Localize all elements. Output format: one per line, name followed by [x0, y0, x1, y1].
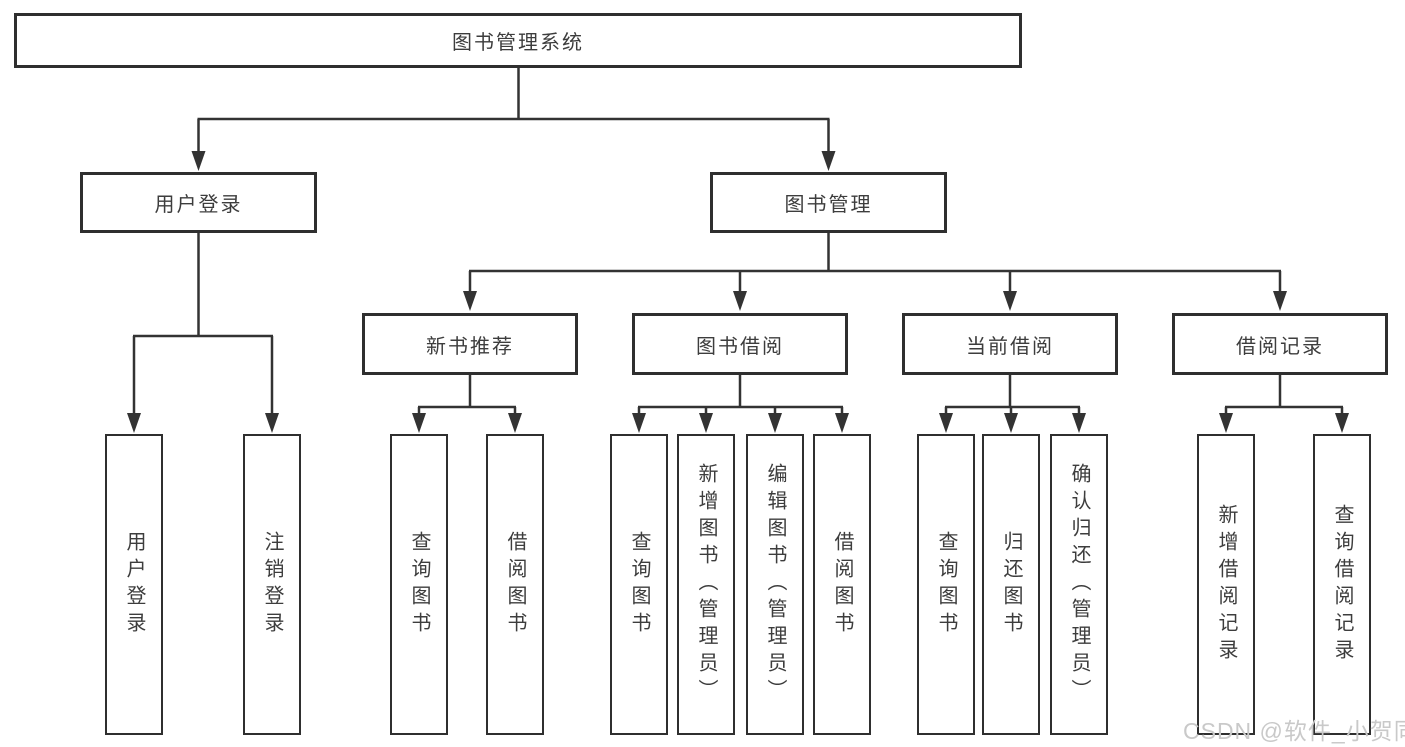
node-new-book-recommend: 新书推荐: [362, 313, 578, 375]
leaf-query-borrow-record: 查询借阅记录: [1313, 434, 1371, 735]
node-book-borrow: 图书借阅: [632, 313, 848, 375]
leaf-add-book-admin: 新增图书（管理员）: [677, 434, 735, 735]
leaf-query-books-1: 查询图书: [390, 434, 448, 735]
node-current-borrow: 当前借阅: [902, 313, 1118, 375]
leaf-query-books-2: 查询图书: [610, 434, 668, 735]
leaf-add-borrow-record: 新增借阅记录: [1197, 434, 1255, 735]
leaf-confirm-return-admin: 确认归还（管理员）: [1050, 434, 1108, 735]
node-borrow-records: 借阅记录: [1172, 313, 1388, 375]
node-book-management: 图书管理: [710, 172, 947, 233]
leaf-return-books: 归还图书: [982, 434, 1040, 735]
node-library-management-system: 图书管理系统: [14, 13, 1022, 68]
leaf-edit-book-admin: 编辑图书（管理员）: [746, 434, 804, 735]
leaf-user-login: 用户登录: [105, 434, 163, 735]
csdn-watermark: CSDN @软件_小贺同学: [1183, 718, 1405, 744]
leaf-borrow-books-2: 借阅图书: [813, 434, 871, 735]
leaf-logout: 注销登录: [243, 434, 301, 735]
leaf-query-books-3: 查询图书: [917, 434, 975, 735]
node-user-login: 用户登录: [80, 172, 317, 233]
leaf-borrow-books-1: 借阅图书: [486, 434, 544, 735]
